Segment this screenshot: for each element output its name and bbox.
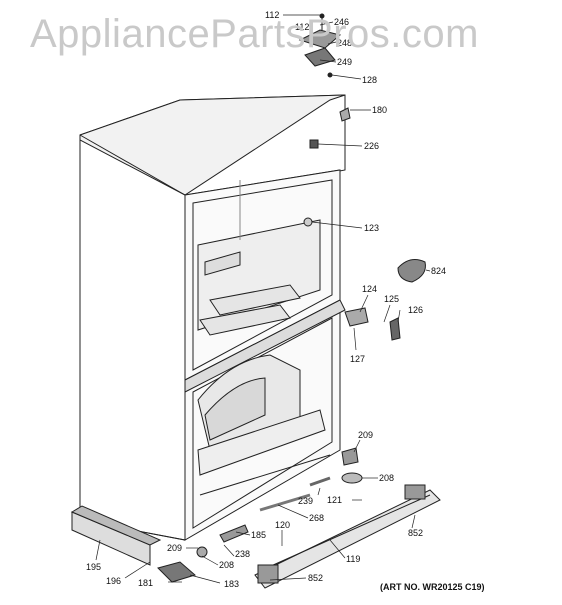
part-824-light-housing bbox=[397, 259, 426, 283]
callout-185: 185 bbox=[251, 530, 266, 540]
callout-119: 119 bbox=[346, 554, 360, 564]
callout-209: 209 bbox=[358, 430, 373, 440]
callout-238: 238 bbox=[235, 549, 250, 559]
toe-grille bbox=[70, 505, 162, 566]
callout-126: 126 bbox=[408, 305, 423, 315]
callout-112-secondary: 112 bbox=[295, 22, 309, 32]
callout-248: 248 bbox=[337, 38, 352, 48]
part-124-bracket bbox=[344, 307, 369, 327]
callout-123: 123 bbox=[364, 223, 379, 233]
art-number: (ART NO. WR20125 C19) bbox=[380, 582, 485, 592]
callout-181: 181 bbox=[138, 578, 153, 588]
leader-lines bbox=[95, 14, 431, 584]
callout-196: 196 bbox=[106, 576, 121, 586]
callout-209-lower: 209 bbox=[167, 543, 182, 553]
callout-124: 124 bbox=[362, 284, 377, 294]
lower-hinge-parts bbox=[309, 447, 363, 487]
callout-183: 183 bbox=[224, 579, 239, 589]
part-126-clip bbox=[389, 317, 401, 341]
callout-824: 824 bbox=[431, 266, 446, 276]
callout-226: 226 bbox=[364, 141, 379, 151]
part-180-stop bbox=[339, 107, 351, 122]
callout-125: 125 bbox=[384, 294, 399, 304]
callout-128: 128 bbox=[362, 75, 377, 85]
callout-121: 121 bbox=[327, 495, 342, 505]
callout-112: 112 bbox=[265, 10, 279, 20]
callout-239: 239 bbox=[298, 496, 313, 506]
callout-180: 180 bbox=[372, 105, 387, 115]
callout-852: 852 bbox=[408, 528, 423, 538]
mullion-divider bbox=[184, 299, 346, 393]
callout-208-lower: 208 bbox=[219, 560, 234, 570]
callout-120: 120 bbox=[275, 520, 290, 530]
callout-195: 195 bbox=[86, 562, 101, 572]
bottom-hinge-parts bbox=[157, 524, 249, 583]
callout-852-lower: 852 bbox=[308, 573, 323, 583]
callout-246: 246 bbox=[334, 17, 349, 27]
callout-208: 208 bbox=[379, 473, 394, 483]
callout-labels: 112 112 246 248 249 128 180 226 123 824 … bbox=[86, 10, 446, 589]
callout-249: 249 bbox=[337, 57, 352, 67]
callout-268: 268 bbox=[309, 513, 324, 523]
callout-127: 127 bbox=[350, 354, 365, 364]
watermark-logo: AppliancePartsPros.com bbox=[30, 12, 479, 56]
fresh-food-compartment bbox=[184, 139, 341, 381]
slide-rail-assembly bbox=[254, 484, 441, 589]
